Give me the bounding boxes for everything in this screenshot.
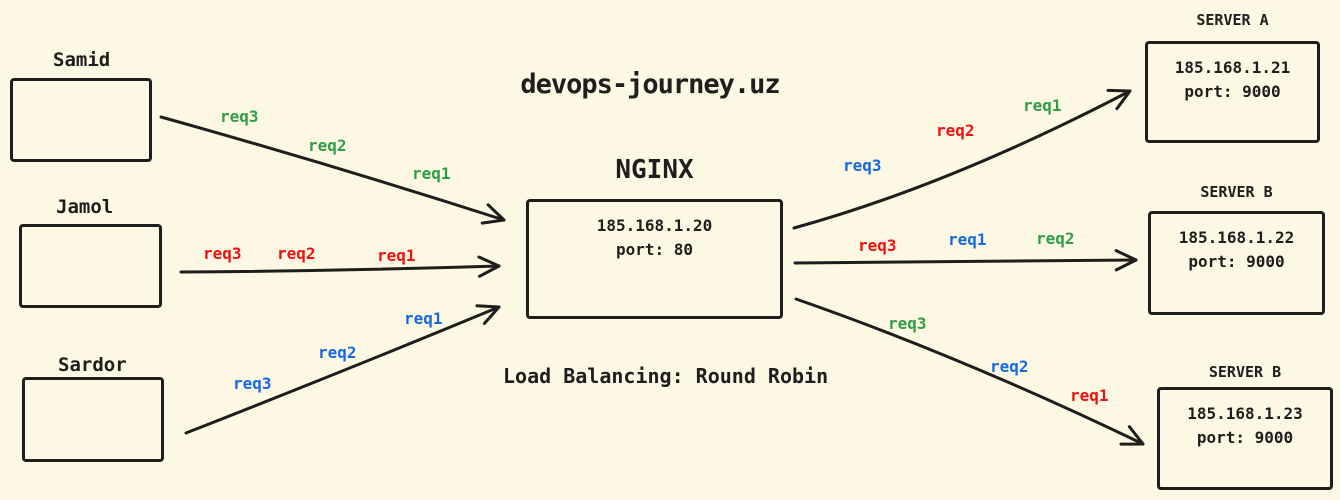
request-label: req1 bbox=[412, 164, 451, 183]
server-a-port: port: 9000 bbox=[1184, 82, 1281, 101]
server-b2-ip: 185.168.1.23 bbox=[1187, 404, 1303, 423]
server-b1-box: 185.168.1.22 port: 9000 bbox=[1148, 211, 1325, 315]
request-label: req2 bbox=[318, 343, 357, 362]
arrow-sardor-to-nginx bbox=[184, 304, 501, 435]
server-a-ip: 185.168.1.21 bbox=[1174, 58, 1291, 77]
server-a-box: 185.168.1.21 port: 9000 bbox=[1145, 41, 1320, 143]
arrow-samid-to-nginx bbox=[159, 115, 506, 225]
request-label: req3 bbox=[220, 107, 259, 126]
client-label-sardor: Sardor bbox=[58, 354, 127, 376]
request-label: req3 bbox=[203, 244, 242, 263]
request-label: req2 bbox=[1036, 229, 1075, 248]
server-b1-label: SERVER B bbox=[1200, 183, 1273, 201]
request-label: req2 bbox=[936, 121, 975, 140]
load-balancing-caption: Load Balancing: Round Robin bbox=[503, 364, 829, 388]
client-label-samid: Samid bbox=[53, 49, 111, 71]
request-label: req2 bbox=[990, 357, 1029, 376]
arrow-nginx-to-server-a bbox=[792, 88, 1132, 230]
server-a-label: SERVER A bbox=[1196, 11, 1269, 29]
server-b2-label: SERVER B bbox=[1208, 363, 1282, 381]
request-label: req3 bbox=[843, 156, 882, 175]
arrow-jamol-to-nginx bbox=[179, 255, 501, 278]
client-box-sardor bbox=[22, 377, 164, 462]
nginx-box: 185.168.1.20 port: 80 bbox=[526, 199, 783, 319]
request-label: req2 bbox=[308, 136, 347, 155]
request-label: req3 bbox=[233, 374, 272, 393]
request-label: req3 bbox=[858, 236, 897, 255]
arrow-nginx-to-server-b2 bbox=[794, 297, 1145, 446]
request-label: req1 bbox=[948, 230, 987, 249]
server-b2-port: port: 9000 bbox=[1196, 428, 1294, 447]
server-b2-box: 185.168.1.23 port: 9000 bbox=[1157, 387, 1333, 490]
server-b1-ip: 185.168.1.22 bbox=[1178, 228, 1295, 247]
page-title: devops-journey.uz bbox=[520, 69, 780, 100]
nginx-ip: 185.168.1.20 bbox=[596, 216, 713, 235]
client-label-jamol: Jamol bbox=[56, 196, 114, 218]
request-label: req1 bbox=[377, 246, 416, 265]
request-label: req3 bbox=[888, 314, 927, 333]
request-label: req1 bbox=[404, 309, 443, 328]
client-box-samid bbox=[10, 78, 152, 162]
nginx-port: port: 80 bbox=[615, 240, 694, 259]
server-b1-port: port: 9000 bbox=[1188, 252, 1285, 271]
nginx-label: NGINX bbox=[615, 155, 694, 185]
request-label: req1 bbox=[1070, 386, 1109, 405]
request-label: req2 bbox=[277, 244, 316, 263]
request-label: req1 bbox=[1023, 96, 1062, 115]
arrow-nginx-to-server-b1 bbox=[793, 249, 1138, 272]
client-box-jamol bbox=[19, 224, 162, 308]
